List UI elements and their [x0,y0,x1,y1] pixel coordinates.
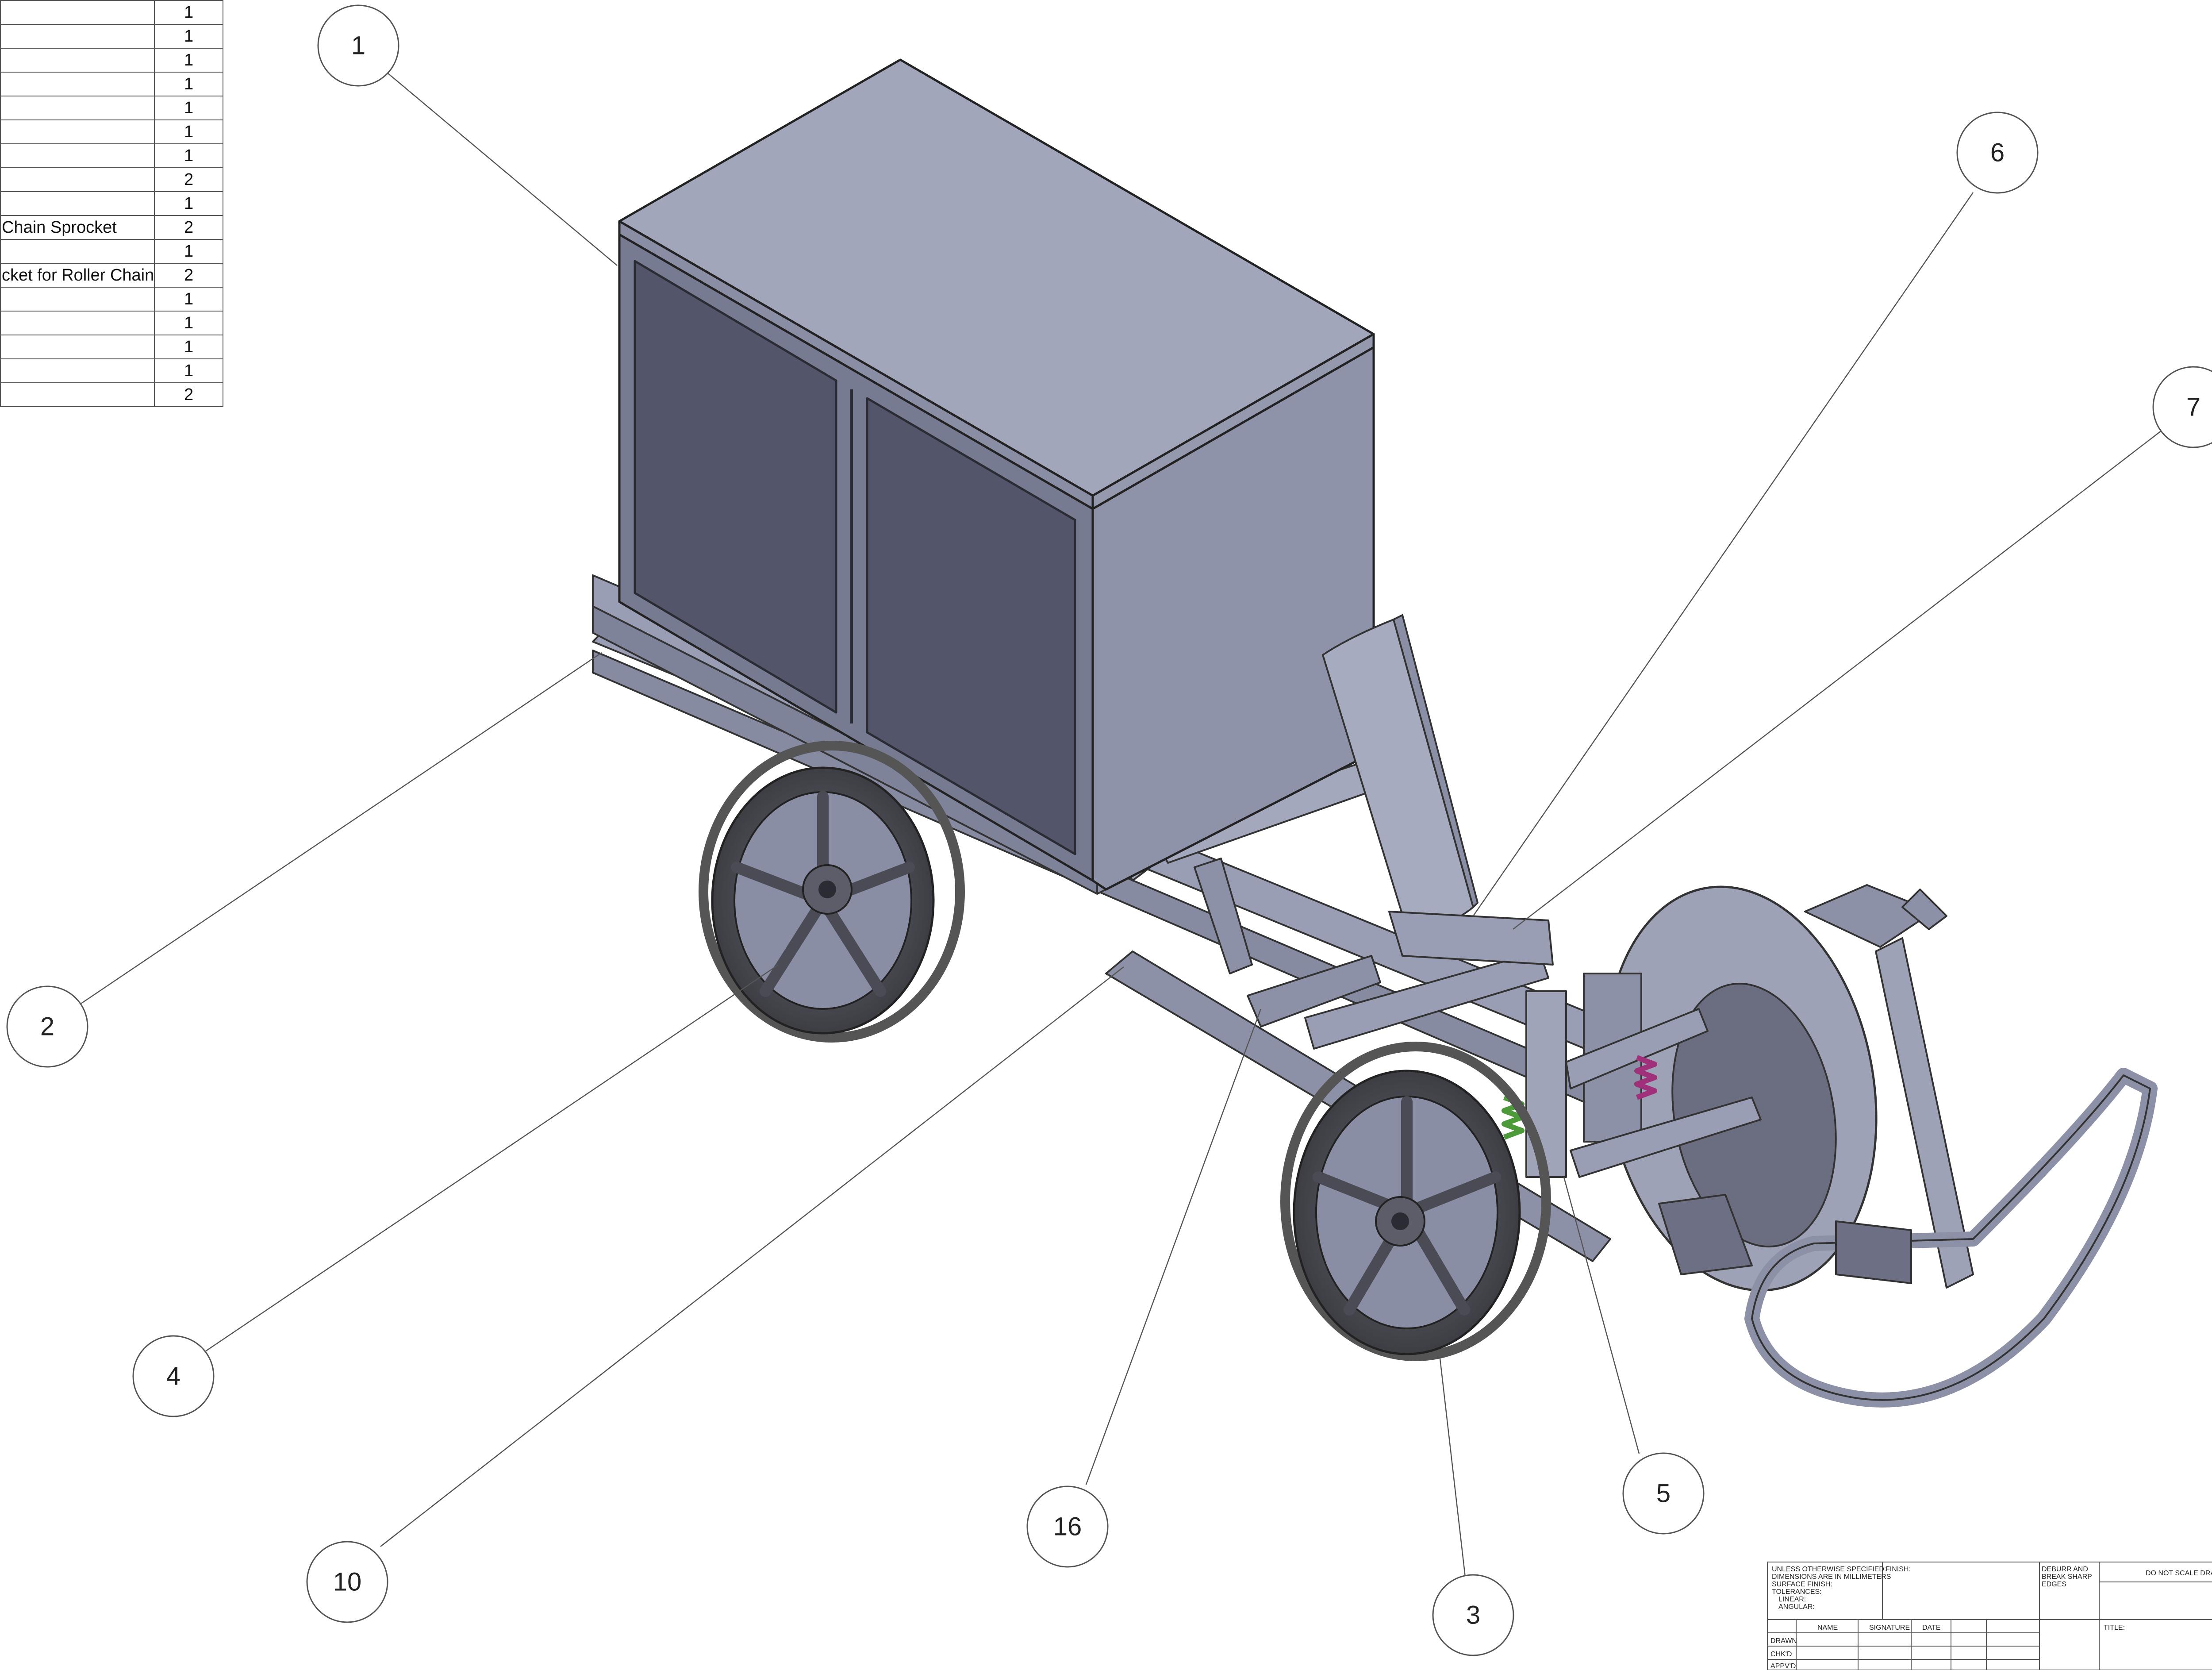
rear-right-wheel [1280,1042,1551,1361]
tb-do-not-scale: DO NOT SCALE DRAWING [2146,1570,2212,1577]
leader-lines [79,70,2164,1589]
bom-description-cell [0,119,155,144]
bom-row: 1 [0,48,223,73]
bom-row: 1 [0,96,223,120]
bom-row: 1 [0,358,223,383]
tb-row-appvd: APPV'D [1770,1662,1796,1670]
tb-note-6: ANGULAR: [1778,1603,1815,1611]
bom-row: 1 [0,143,223,168]
bom-qty-cell: 1 [154,143,223,168]
svg-text:4: 4 [166,1362,180,1391]
bom-qty-cell: 1 [154,239,223,264]
bom-qty-cell: 1 [154,96,223,120]
bom-qty-cell: 1 [154,191,223,216]
title-block: UNLESS OTHERWISE SPECIFIED: DIMENSIONS A… [1767,1562,2212,1670]
balloon-5: 5 [1622,1452,1705,1535]
tb-note-5: LINEAR: [1778,1596,1806,1603]
bom-row: 1 [0,239,223,264]
cargo-box [618,58,1375,891]
balloon-7: 7 [2152,366,2212,448]
bom-row: 1 [0,335,223,359]
balloon-4: 4 [132,1335,215,1417]
svg-text:10: 10 [333,1568,362,1597]
tb-deburr-3: EDGES [2042,1581,2066,1588]
bom-qty-cell: 1 [154,0,223,25]
bom-row: 2 [0,167,223,192]
bom-description-cell [0,191,155,216]
bom-qty-cell: 2 [154,167,223,192]
bom-qty-cell: 1 [154,311,223,335]
tb-col-name: NAME [1817,1624,1838,1632]
tb-note-1: UNLESS OTHERWISE SPECIFIED: [1772,1566,1886,1573]
tb-title-label: TITLE: [2104,1624,2125,1632]
bom-description-cell [0,48,155,73]
bom-row: 1 [0,0,223,25]
bom-qty-cell: 1 [154,24,223,49]
bom-qty-cell: 1 [154,48,223,73]
bom-description-cell [0,287,155,312]
svg-text:16: 16 [1053,1512,1082,1541]
rear-left-wheel [699,741,965,1043]
bom-row: 2 [0,382,223,407]
tb-deburr-2: BREAK SHARP [2042,1573,2092,1581]
svg-text:3: 3 [1466,1601,1480,1630]
bom-description-cell [0,311,155,335]
bom-description-cell: cket for Roller Chain [0,263,155,288]
bom-qty-cell: 1 [154,335,223,359]
bom-row: 1 [0,72,223,96]
balloon-10: 10 [306,1541,388,1623]
balloon-3: 3 [1432,1574,1514,1656]
bom-description-cell: Chain Sprocket [0,215,155,240]
bom-description-cell [0,72,155,96]
tb-deburr-1: DEBURR AND [2042,1566,2088,1573]
bom-qty-cell: 1 [154,72,223,96]
balloon-6: 6 [1956,112,2039,194]
bom-row: 1 [0,119,223,144]
tb-note-3: SURFACE FINISH: [1772,1581,1832,1588]
bom-description-cell [0,358,155,383]
bom-row: 1 [0,24,223,49]
bom-description-cell [0,143,155,168]
tb-row-chkd: CHK'D [1770,1651,1792,1658]
balloon-2: 2 [6,985,88,1068]
tb-col-signature: SIGNATURE [1869,1624,1910,1632]
svg-text:2: 2 [40,1012,54,1041]
bom-description-cell [0,239,155,264]
bom-description-cell [0,167,155,192]
svg-text:5: 5 [1656,1479,1671,1508]
bom-qty-cell: 1 [154,119,223,144]
bom-description-cell [0,335,155,359]
bom-qty-cell: 2 [154,382,223,407]
seat [1322,614,1554,966]
bom-description-cell [0,382,155,407]
balloon-16: 16 [1026,1485,1109,1568]
tb-note-4: TOLERANCES: [1772,1588,1822,1596]
bom-row: 1 [0,287,223,312]
svg-text:7: 7 [2186,393,2200,422]
cargo-door-left [634,260,837,714]
balloons: 1 2 3 4 5 6 7 10 [6,4,2212,1656]
tb-row-drawn: DRAWN [1770,1637,1797,1645]
handlebar [1658,884,2158,1408]
svg-text:1: 1 [351,31,365,60]
bom-qty-cell: 1 [154,287,223,312]
bom-qty-cell: 1 [154,358,223,383]
bom-row: 1 [0,191,223,216]
bom-description-cell [0,24,155,49]
cargo-door-right [866,397,1076,855]
tb-col-date: DATE [1922,1624,1940,1632]
tb-finish: FINISH: [1886,1566,1911,1573]
bom-qty-cell: 2 [154,215,223,240]
bom-qty-cell: 2 [154,263,223,288]
balloon-1: 1 [317,4,399,87]
bom-row: 1 [0,311,223,335]
bom-description-cell [0,96,155,120]
tb-note-2: DIMENSIONS ARE IN MILLIMETERS [1772,1573,1891,1581]
svg-text:6: 6 [1990,139,2005,167]
bom-description-cell [0,0,155,25]
